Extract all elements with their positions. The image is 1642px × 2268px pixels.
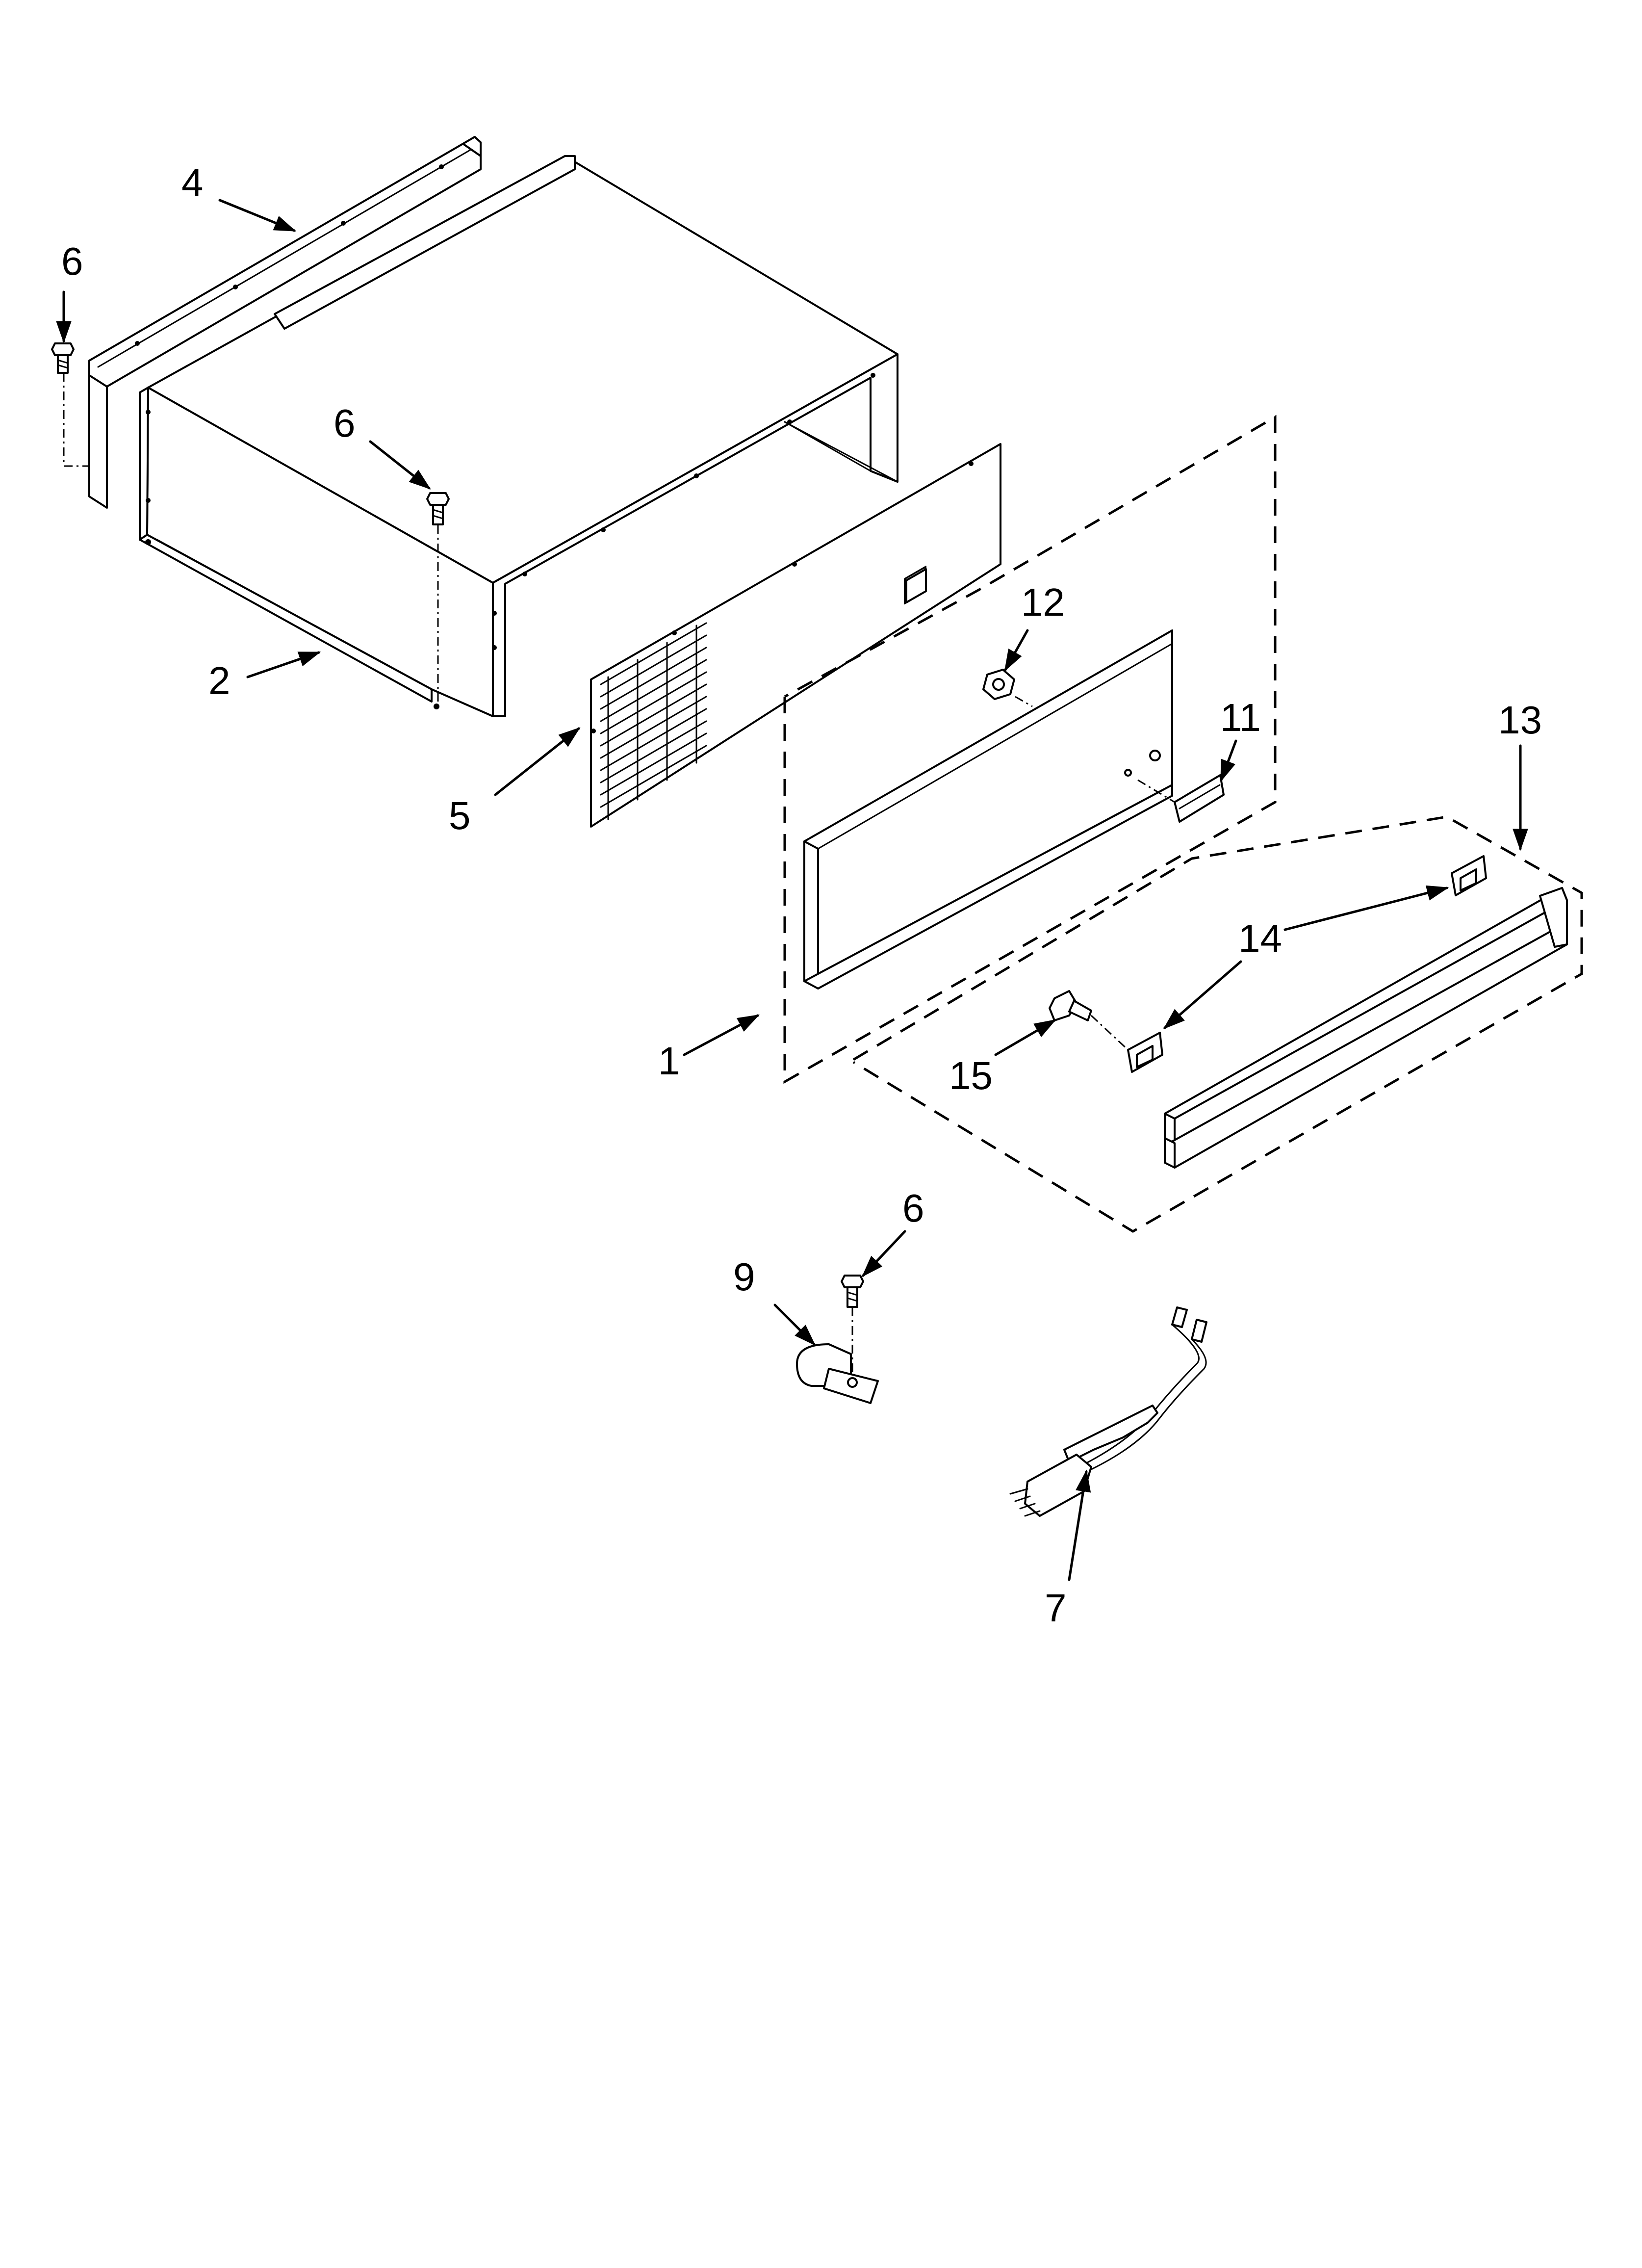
- callout-5: 5: [449, 794, 471, 837]
- assembly-13-outline: [852, 815, 1583, 1233]
- leader-6b: [369, 440, 431, 490]
- leader-14a: [1283, 885, 1449, 931]
- leader-2: [246, 651, 321, 678]
- nut-12: [982, 669, 1015, 700]
- callout-6: 6: [334, 401, 356, 445]
- leader-9: [773, 1303, 816, 1346]
- bracket-14: [1451, 855, 1487, 896]
- callout-1: 1: [658, 1039, 680, 1083]
- grille-vents: [600, 622, 707, 820]
- callout-12: 12: [1021, 580, 1065, 624]
- bracket-14: [1127, 1032, 1163, 1073]
- clamp-9: [796, 1343, 879, 1404]
- leader-4: [218, 199, 297, 232]
- leader-7: [1068, 1469, 1091, 1581]
- screw-icon: [426, 492, 450, 525]
- clip-11: [1174, 774, 1225, 823]
- callout-2: 2: [208, 659, 231, 703]
- leader-12: [1004, 629, 1029, 672]
- part-4-rear-rail: [88, 136, 482, 509]
- part-2-cabinet: [139, 155, 898, 717]
- kickplate-panel: [803, 629, 1173, 990]
- leader-15: [994, 1019, 1056, 1056]
- leader-6c: [861, 1230, 906, 1277]
- callout-9: 9: [733, 1255, 755, 1299]
- callout-15: 15: [949, 1054, 993, 1097]
- leader-5: [494, 727, 581, 796]
- screw-15: [1049, 990, 1092, 1021]
- callout-6: 6: [61, 239, 83, 283]
- callout-14: 14: [1238, 916, 1282, 960]
- part-5-grille-panel: [590, 443, 1001, 828]
- callout-4: 4: [181, 161, 204, 205]
- harness-7: [1009, 1306, 1207, 1517]
- callout-7: 7: [1045, 1586, 1067, 1630]
- leader-11: [1220, 739, 1237, 782]
- screw-icon: [841, 1275, 864, 1308]
- callout-13: 13: [1498, 698, 1542, 742]
- screw-icon: [51, 342, 75, 374]
- callout-6: 6: [902, 1186, 924, 1230]
- part-13-handle-rail: [1164, 887, 1568, 1169]
- leader-1: [683, 1014, 760, 1056]
- leader-14b: [1163, 960, 1242, 1029]
- assembly-1-outline: [783, 415, 1277, 1084]
- callout-11: 11: [1220, 696, 1261, 739]
